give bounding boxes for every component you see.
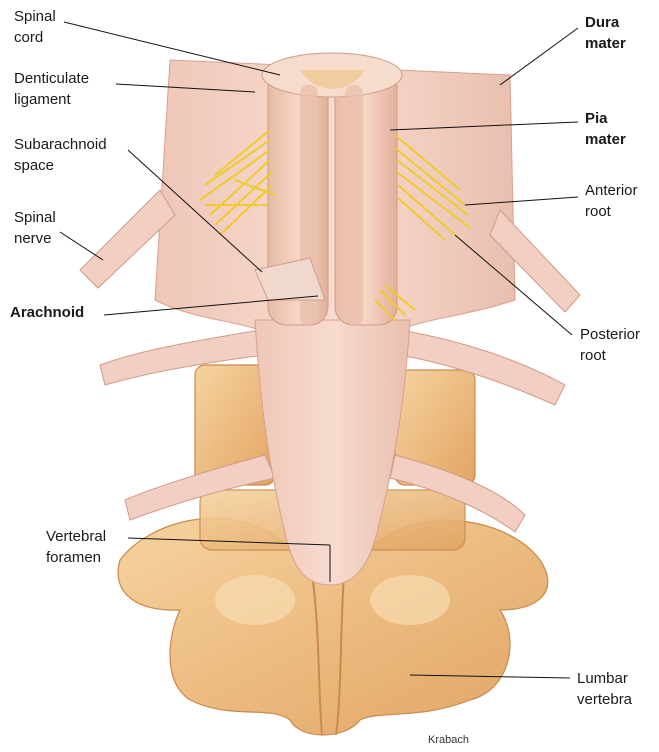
label-vertebral-foramen: Vertebral foramen bbox=[46, 526, 106, 568]
label-lumbar-vertebra: Lumbar vertebra bbox=[577, 668, 632, 710]
label-arachnoid: Arachnoid bbox=[10, 302, 84, 323]
illustrator-credit: Krabach bbox=[428, 734, 469, 746]
label-pia-mater: Pia mater bbox=[585, 108, 626, 150]
label-spinal-cord: Spinal cord bbox=[14, 6, 56, 48]
label-spinal-nerve: Spinal nerve bbox=[14, 207, 56, 249]
label-posterior-root: Posterior root bbox=[580, 324, 640, 366]
label-subarachnoid-space: Subarachnoid space bbox=[14, 134, 107, 176]
label-dura-mater: Dura mater bbox=[585, 12, 626, 54]
label-anterior-root: Anterior root bbox=[585, 180, 638, 222]
label-denticulate-ligament: Denticulate ligament bbox=[14, 68, 89, 110]
